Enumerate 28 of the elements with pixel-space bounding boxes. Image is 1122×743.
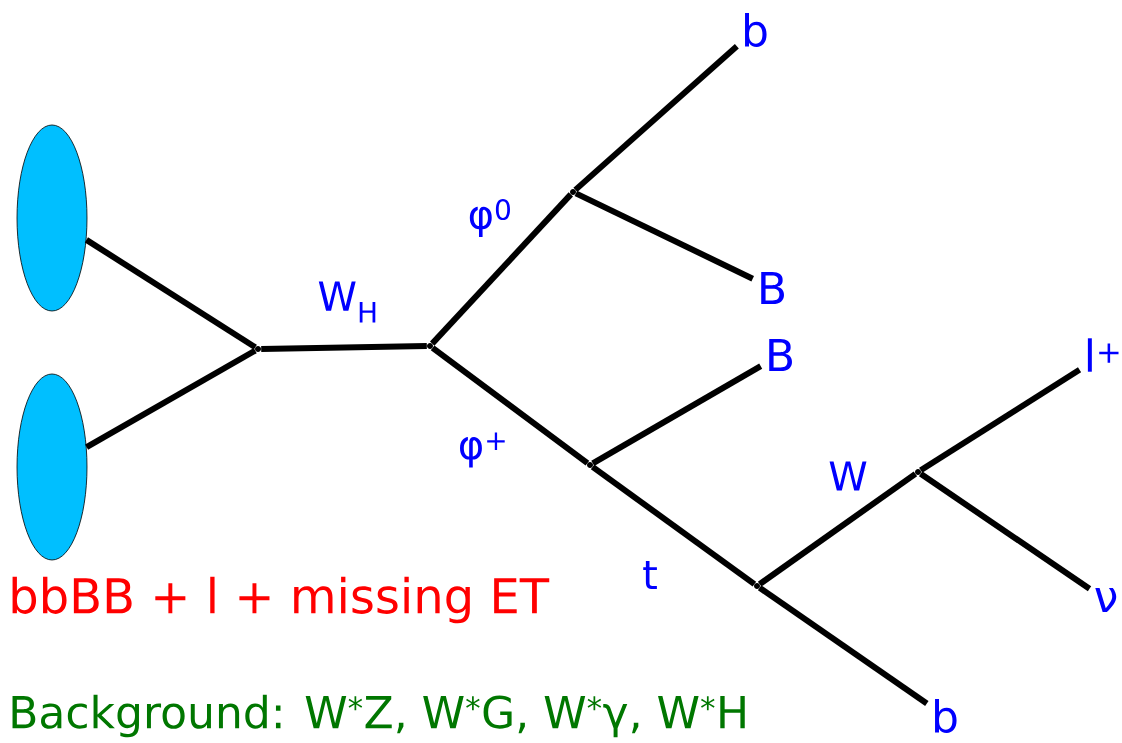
propagator-line xyxy=(430,192,574,346)
edge-label: t xyxy=(640,558,660,592)
propagator-line xyxy=(757,585,929,706)
note-text: Background: W$^{*}$Z, W$^{*}$G, W$^{*}$γ, W$^{*}$H xyxy=(12,694,745,738)
note-text: bbBB + l + missing ET xyxy=(12,576,550,624)
propagator-line xyxy=(574,190,755,282)
propagator-line xyxy=(84,237,257,350)
propagator-line xyxy=(919,367,1082,473)
propagator-line xyxy=(261,343,427,352)
propagator-line xyxy=(757,471,918,587)
proton-ellipse xyxy=(16,124,88,312)
edge-label: W$_{H}$ xyxy=(315,279,381,325)
particle-label: l$^{+}$ xyxy=(1087,338,1119,372)
propagator-line xyxy=(85,348,257,450)
particle-label: ν xyxy=(1095,587,1117,613)
particle-label: B xyxy=(769,338,792,372)
edge-label: φ$^{0}$ xyxy=(465,196,515,240)
particle-label: B xyxy=(761,271,784,305)
particle-label: b xyxy=(745,13,767,48)
propagator-line xyxy=(430,345,590,466)
propagator-line xyxy=(590,464,757,587)
proton-ellipse xyxy=(16,373,88,561)
edge-label: φ$^{+}$ xyxy=(455,430,511,470)
edge-label: W xyxy=(826,459,870,493)
propagator-line xyxy=(591,363,763,466)
propagator-line xyxy=(918,471,1092,592)
propagator-line xyxy=(573,43,739,193)
particle-label: b xyxy=(935,699,957,733)
